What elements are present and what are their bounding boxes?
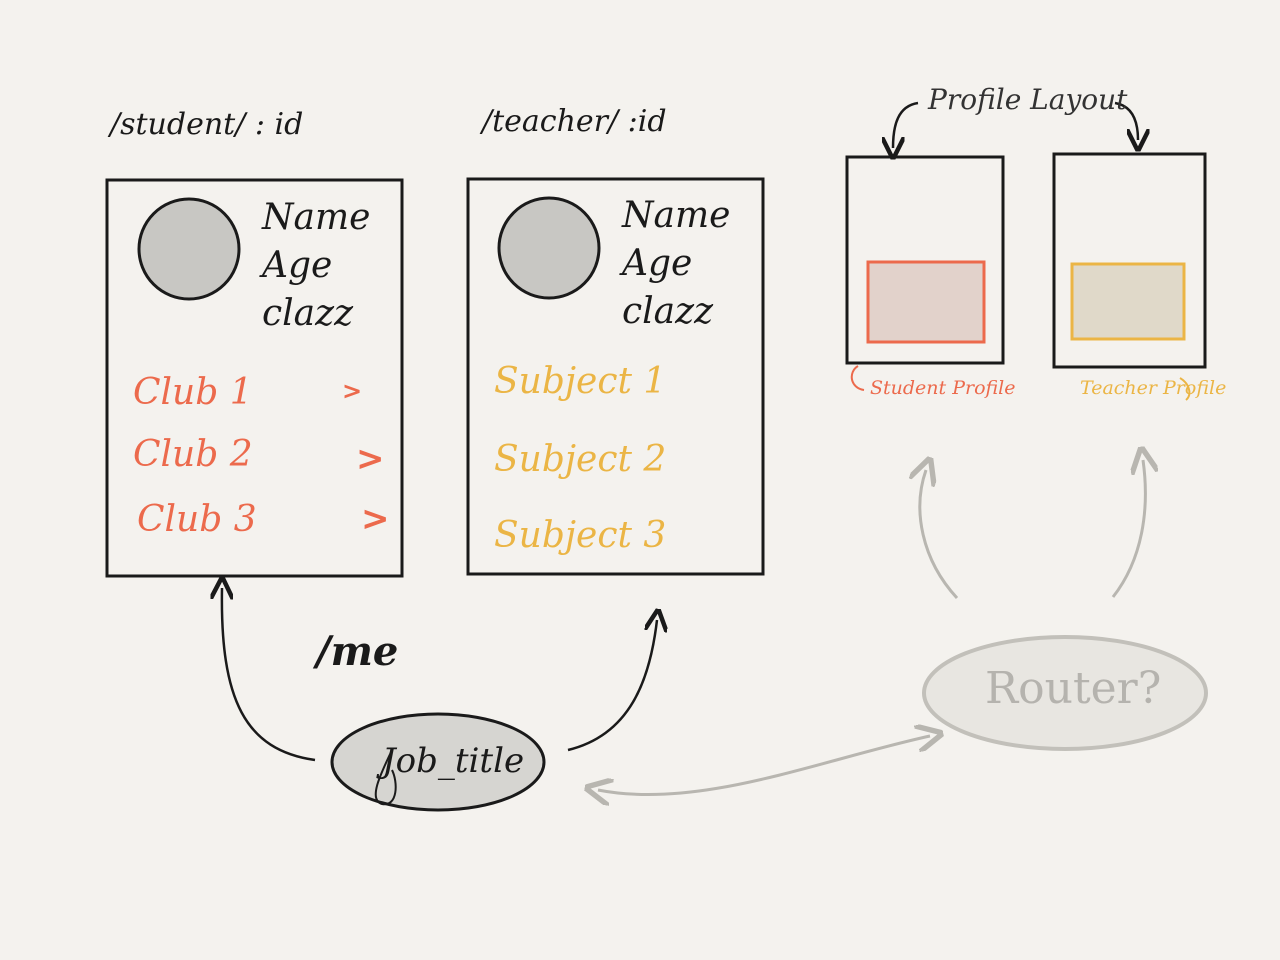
student-club-item[interactable]: Club 3 bbox=[137, 499, 257, 540]
teacher-profile-slot bbox=[1070, 262, 1186, 341]
student-route-label: /student/ : id bbox=[110, 107, 304, 142]
router-node bbox=[922, 635, 1208, 751]
student-card bbox=[105, 178, 404, 578]
teacher-field-clazz: clazz bbox=[622, 291, 714, 332]
teacher-route-label: /teacher/ :id bbox=[482, 104, 667, 139]
student-profile-slot bbox=[866, 260, 986, 344]
job-title-node bbox=[330, 712, 546, 812]
chevron-right-icon[interactable]: > bbox=[356, 439, 385, 479]
job-title-swirl bbox=[374, 749, 397, 806]
student-layout-frame bbox=[845, 155, 1005, 365]
teacher-subject-item[interactable]: Subject 2 bbox=[494, 439, 667, 480]
teacher-field-age: Age bbox=[622, 243, 693, 284]
arrow-to-student bbox=[222, 588, 316, 762]
arrow-router-student-profile bbox=[920, 470, 959, 600]
student-field-age: Age bbox=[262, 245, 333, 286]
teacher-layout-frame bbox=[1052, 152, 1207, 369]
student-club-item[interactable]: Club 1 bbox=[133, 372, 253, 413]
teacher-subject-item[interactable]: Subject 3 bbox=[494, 515, 667, 556]
student-avatar bbox=[137, 197, 241, 301]
student-field-clazz: clazz bbox=[262, 293, 354, 334]
arrow-router-jobtitle bbox=[598, 736, 930, 795]
student-profile-label: Student Profile bbox=[870, 377, 1016, 399]
arrow-to-teacher bbox=[567, 620, 657, 752]
layout-arrow-right bbox=[1114, 101, 1138, 140]
router-label: Router? bbox=[985, 663, 1162, 714]
teacher-field-name: Name bbox=[622, 195, 731, 236]
chevron-right-icon[interactable]: > bbox=[342, 377, 363, 405]
teacher-avatar bbox=[497, 196, 601, 300]
student-club-item[interactable]: Club 2 bbox=[133, 434, 253, 475]
teacher-profile-label: Teacher Profile bbox=[1080, 377, 1227, 399]
teacher-profile-hook bbox=[1179, 377, 1191, 401]
arrow-router-teacher-profile bbox=[1111, 460, 1145, 598]
student-field-name: Name bbox=[262, 197, 371, 238]
profile-layout-title: Profile Layout bbox=[928, 83, 1128, 116]
job-title-label: Job_title bbox=[382, 741, 525, 781]
teacher-card bbox=[466, 177, 765, 576]
student-profile-hook bbox=[850, 365, 865, 391]
layout-arrow-left bbox=[893, 101, 919, 148]
teacher-subject-item[interactable]: Subject 1 bbox=[494, 361, 667, 402]
chevron-right-icon[interactable]: > bbox=[361, 499, 390, 539]
me-route-label: /me bbox=[316, 628, 399, 675]
